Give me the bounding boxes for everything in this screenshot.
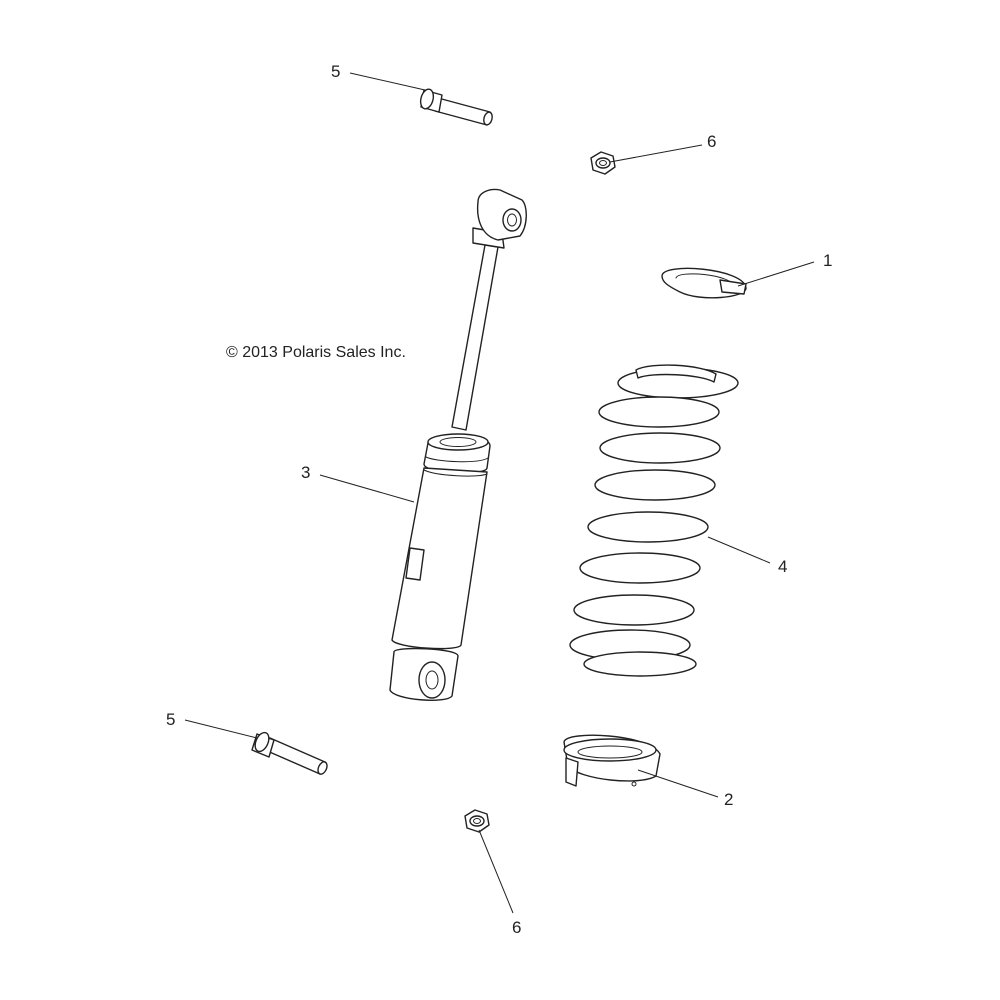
callout-2: 2 <box>724 790 733 809</box>
callout-6-bottom: 6 <box>512 918 521 937</box>
copyright-text: © 2013 Polaris Sales Inc. <box>226 344 406 361</box>
bolt-top <box>419 88 493 126</box>
nut-bottom <box>464 809 490 833</box>
callout-5-bottom: 5 <box>166 710 175 729</box>
upper-retainer <box>661 267 747 299</box>
callout-1: 1 <box>823 251 832 270</box>
coil-spring <box>569 364 739 677</box>
lower-spring-seat <box>563 734 661 787</box>
callout-4: 4 <box>778 557 787 576</box>
callout-6-top: 6 <box>707 132 716 151</box>
callout-5-top: 5 <box>331 62 340 81</box>
shock-absorber <box>389 188 527 701</box>
callout-3: 3 <box>301 463 310 482</box>
bolt-bottom <box>251 731 328 775</box>
nut-top <box>590 151 616 175</box>
leader-lines <box>184 72 815 914</box>
